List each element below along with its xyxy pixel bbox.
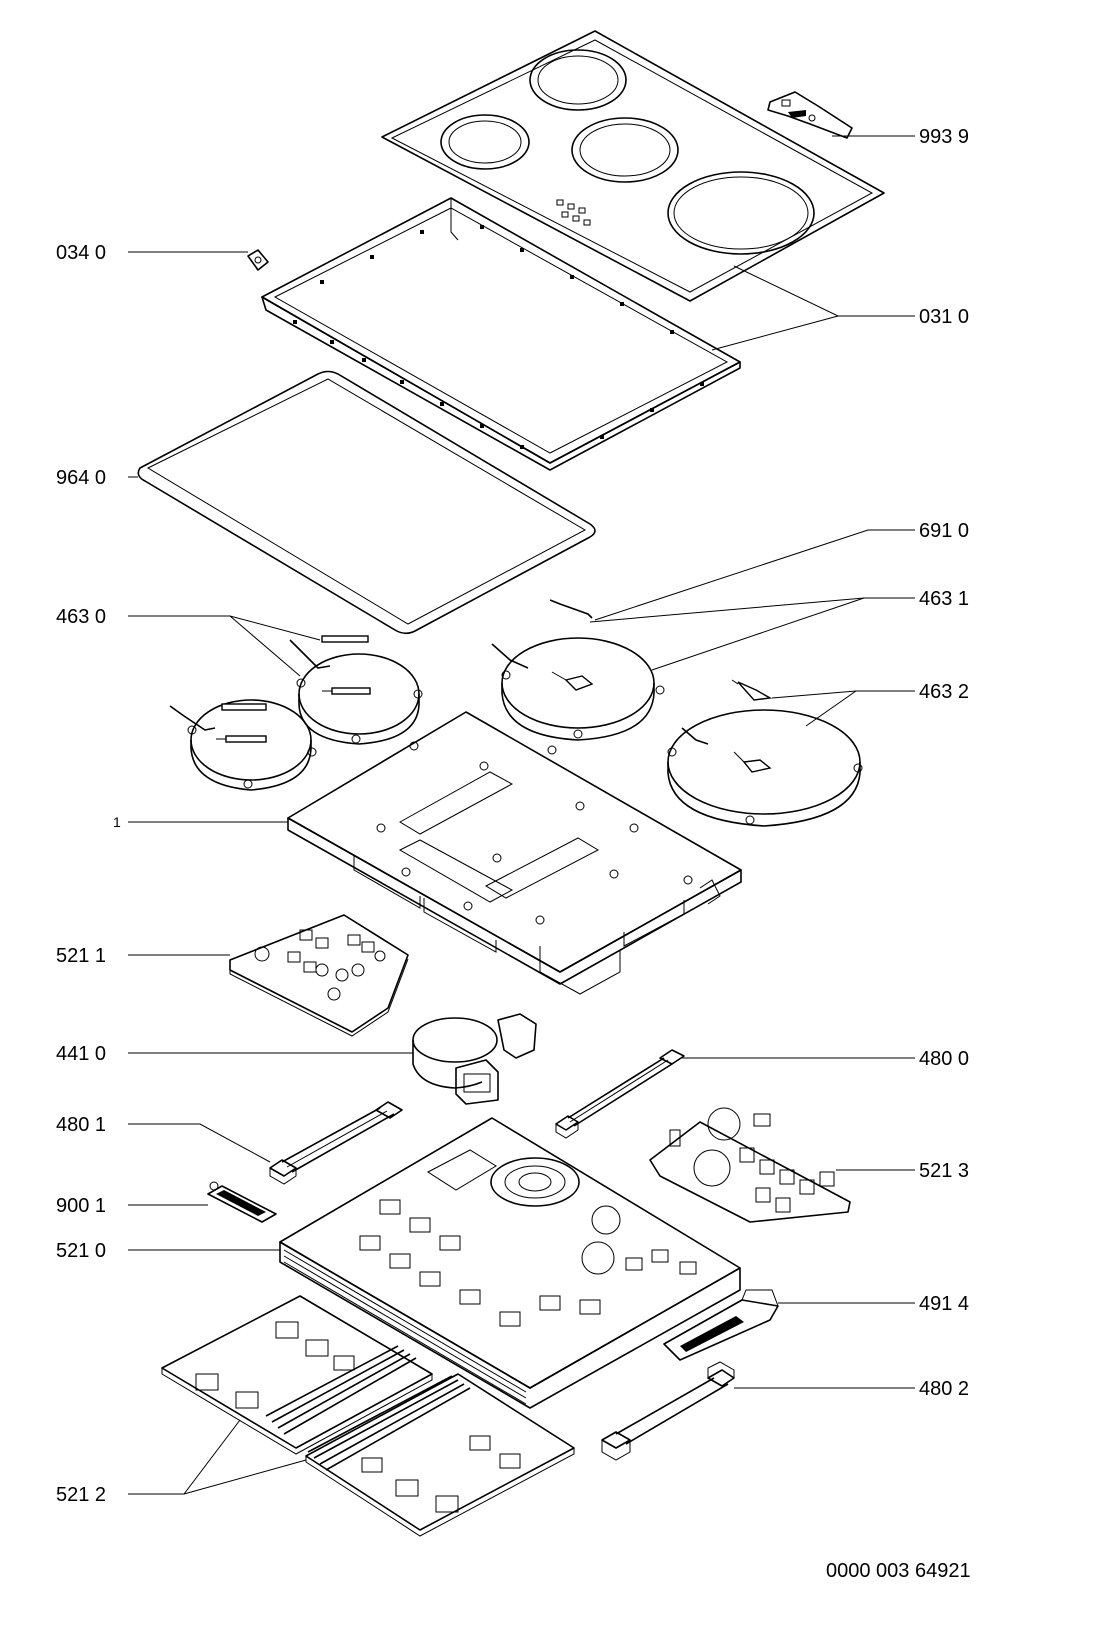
filter-board-521-3	[649, 1107, 851, 1223]
label-521-3: 521 3	[919, 1160, 969, 1182]
tray-screw-holes	[376, 741, 693, 925]
label-034-0: 034 0	[56, 242, 106, 264]
heatsink-bars-lower	[307, 1375, 471, 1471]
label-691-0: 691 0	[919, 520, 969, 542]
label-031-0: 031 0	[919, 306, 969, 328]
label-993-9: 993 9	[919, 126, 969, 148]
cable-480-1	[269, 1101, 403, 1185]
cooktop-frame	[261, 197, 741, 471]
glass-cooktop	[381, 30, 885, 302]
fan-441-0	[412, 1013, 537, 1105]
label-480-0: 480 0	[919, 1048, 969, 1070]
heatsink-bars-upper	[265, 1345, 417, 1435]
touch-control-symbols	[556, 199, 591, 226]
heating-element-463-0-rear	[289, 635, 423, 745]
heating-element-463-0-front	[169, 699, 317, 791]
label-441-0: 441 0	[56, 1043, 106, 1065]
label-463-2: 463 2	[919, 681, 969, 703]
cable-480-2	[601, 1361, 735, 1461]
label-1: 1	[113, 814, 121, 830]
cable-480-0	[555, 1049, 685, 1139]
label-521-0: 521 0	[56, 1240, 106, 1262]
base-tray-1	[287, 711, 742, 995]
clip-034-0	[247, 249, 269, 271]
heating-element-463-2	[667, 679, 863, 827]
cover-491-4	[663, 1289, 779, 1361]
gasket-964-0	[137, 370, 596, 635]
bracket-993-9	[767, 91, 853, 139]
power-module-521-0	[279, 1117, 741, 1409]
label-463-0: 463 0	[56, 606, 106, 628]
label-480-1: 480 1	[56, 1114, 106, 1136]
label-521-1: 521 1	[56, 945, 106, 967]
heatsink-fins	[283, 1249, 527, 1405]
part-900-1	[207, 1181, 277, 1223]
frame-clips	[293, 225, 704, 449]
drawing-number: 0000 003 64921	[826, 1560, 971, 1582]
heating-element-463-1	[491, 599, 665, 741]
label-964-0: 964 0	[56, 467, 106, 489]
label-900-1: 900 1	[56, 1195, 106, 1217]
label-521-2: 521 2	[56, 1484, 106, 1506]
label-480-2: 480 2	[919, 1378, 969, 1400]
power-board-521-2-upper	[161, 1295, 433, 1455]
control-board-521-1	[229, 914, 409, 1037]
label-463-1: 463 1	[919, 588, 969, 610]
label-491-4: 491 4	[919, 1293, 969, 1315]
leader-lines	[128, 135, 915, 1495]
